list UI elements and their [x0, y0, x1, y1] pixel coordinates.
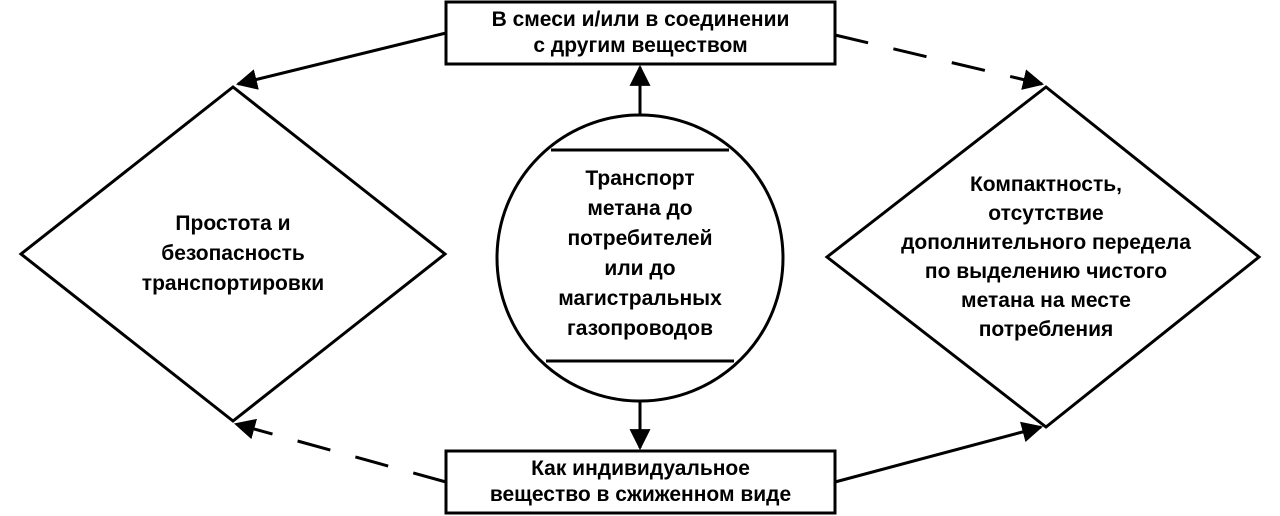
edge-top-box-to-right-diamond	[834, 33, 1045, 90]
right-diamond-line-4: по выделению чистого	[924, 260, 1168, 283]
bottom-box-shape	[444, 449, 837, 515]
center-circle-line-4: или до	[604, 257, 676, 280]
top-box-shape	[444, 0, 837, 66]
bottom-box-label: Как индивидуальное вещество в сжиженном …	[446, 451, 835, 513]
center-circle-line-2: метана до	[587, 197, 693, 220]
left-diamond-line-3: транспортировки	[141, 272, 325, 295]
center-circle-line-3: потребителей	[567, 227, 713, 250]
right-diamond-line-2: отсутствие	[988, 202, 1104, 225]
right-diamond-line-5: метана на месте	[961, 289, 1131, 312]
top-box-line-2: с другим веществом	[533, 34, 748, 57]
left-diamond-line-2: безопасность	[161, 242, 305, 265]
center-circle-label: Транспорт метана до потребителей или до …	[545, 164, 735, 344]
center-circle-line-6: газопроводов	[566, 317, 713, 340]
right-diamond-line-3: дополнительного передела	[901, 231, 1191, 254]
left-diamond-line-1: Простота и	[175, 212, 291, 235]
left-diamond-label: Простота и безопасность транспортировки	[100, 200, 366, 308]
right-diamond-shape	[824, 85, 1262, 429]
edge-top-box-to-left-diamond	[235, 31, 447, 90]
top-box-label: В смеси и/или в соединении с другим веще…	[446, 2, 835, 64]
right-diamond-line-6: потребления	[978, 318, 1114, 341]
right-diamond-label: Компактность, отсутствие дополнительного…	[868, 167, 1224, 347]
edge-bottom-box-to-left-diamond	[233, 418, 447, 484]
bottom-box-line-2: вещество в сжиженном виде	[489, 483, 792, 506]
center-circle-line-1: Транспорт	[585, 167, 695, 190]
right-diamond-line-1: Компактность,	[969, 173, 1122, 196]
edge-bottom-box-to-right-diamond	[834, 421, 1044, 484]
left-diamond-shape	[18, 85, 448, 423]
top-box-line-1: В смеси и/или в соединении	[491, 8, 790, 31]
bottom-box-line-1: Как индивидуальное	[531, 457, 750, 480]
center-circle-line-5: магистральных	[558, 287, 722, 310]
